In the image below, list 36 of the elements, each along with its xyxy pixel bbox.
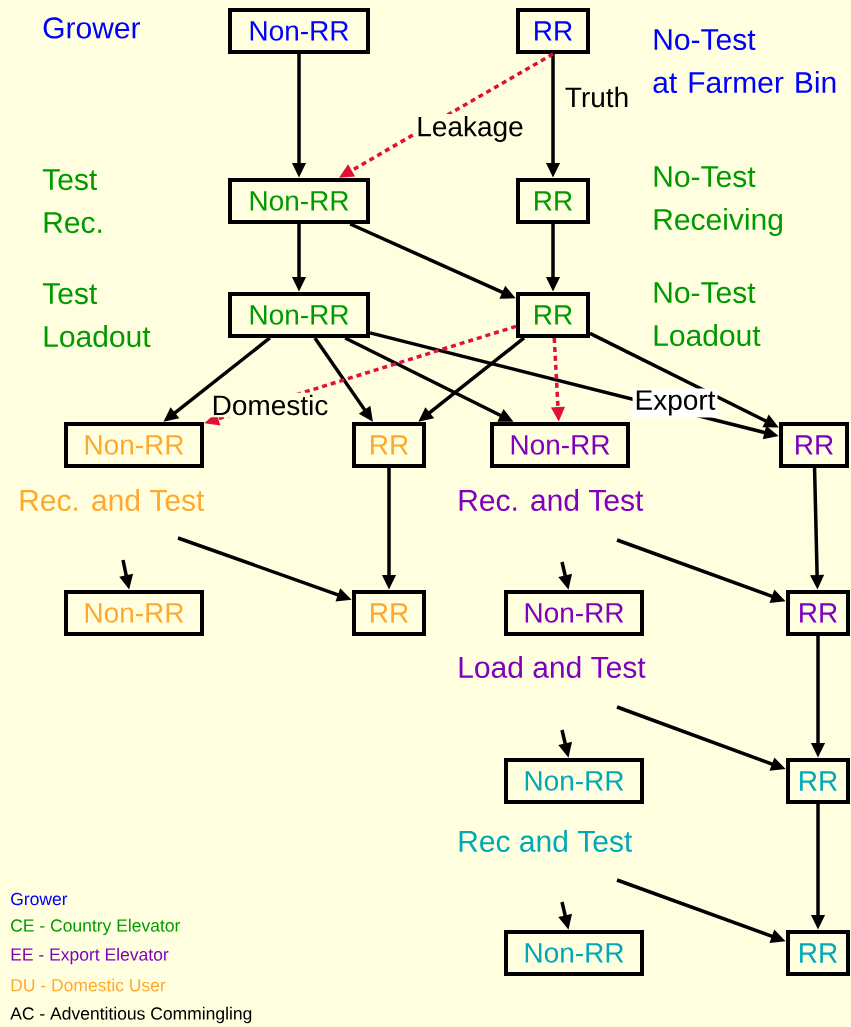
stage-label: Rec. and Test	[20, 489, 205, 511]
edge-label: Export	[632, 388, 718, 418]
stage-box: RR	[516, 8, 590, 54]
stage-box: Non-RR	[504, 930, 644, 976]
stage-box: RR	[516, 292, 590, 338]
stage-box: RR	[779, 422, 849, 468]
stage-label: Rec and Test	[459, 830, 633, 852]
stage-label: No-Test Receiving	[654, 166, 782, 237]
edge-label: Domestic	[209, 392, 331, 418]
legend-entry: AC - Adventitious Commingling	[10, 1006, 252, 1024]
legend-entry: DU - Domestic User	[11, 978, 166, 992]
stage-label: Test Loadout	[42, 283, 151, 348]
stage-label: Rec. and Test	[459, 489, 644, 511]
stage-box: RR	[786, 590, 850, 636]
stage-box: RR	[786, 758, 850, 804]
stage-box: Non-RR	[228, 178, 370, 224]
stage-box: Non-RR	[490, 422, 630, 468]
legend-entry: Grower	[11, 892, 68, 906]
stage-box: RR	[352, 422, 426, 468]
stage-box: RR	[516, 178, 590, 224]
legend-entry: CE - Country Elevator	[11, 918, 181, 936]
stage-box: Non-RR	[228, 8, 370, 54]
stage-label: Test Rec.	[42, 169, 102, 234]
stage-label: Load and Test	[459, 656, 646, 678]
stage-box: Non-RR	[64, 590, 204, 636]
stage-box: Non-RR	[64, 422, 204, 468]
stage-box: RR	[352, 590, 426, 636]
stage-label: No-Test Loadout	[654, 282, 761, 347]
stage-box: Non-RR	[228, 292, 370, 338]
stage-box: Non-RR	[504, 758, 644, 804]
stage-box: RR	[786, 930, 850, 976]
edge-label: Leakage	[414, 113, 526, 145]
stage-box: Non-RR	[504, 590, 644, 636]
stage-label: No-Test at Farmer Bin	[653, 29, 836, 94]
legend-entry: EE - Export Elevator	[11, 947, 169, 965]
stage-label: Grower	[43, 17, 141, 39]
